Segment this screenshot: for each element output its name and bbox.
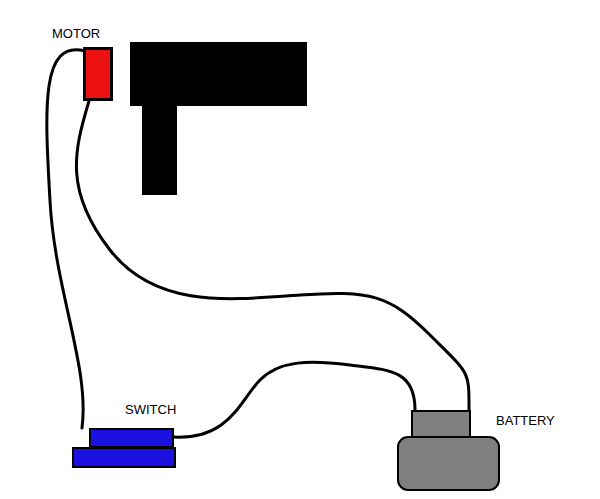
drill-head	[130, 42, 307, 106]
motor-label: MOTOR	[52, 27, 100, 40]
switch-top	[90, 429, 173, 447]
wire	[76, 101, 469, 410]
battery-terminal	[412, 411, 470, 438]
wire	[173, 362, 415, 437]
switch-symbol	[72, 428, 175, 468]
battery-node: BATTERY	[397, 410, 500, 491]
switch-base	[73, 448, 175, 467]
switch-label: SWITCH	[125, 403, 176, 416]
battery-body	[398, 437, 499, 490]
battery-symbol	[397, 410, 500, 491]
motor-symbol	[83, 47, 113, 101]
battery-label: BATTERY	[496, 414, 555, 427]
switch-node: SWITCH	[72, 428, 175, 468]
motor-node: MOTOR	[83, 47, 113, 101]
wire	[47, 50, 85, 428]
motor-body	[85, 49, 112, 100]
drill-handle	[142, 104, 177, 195]
